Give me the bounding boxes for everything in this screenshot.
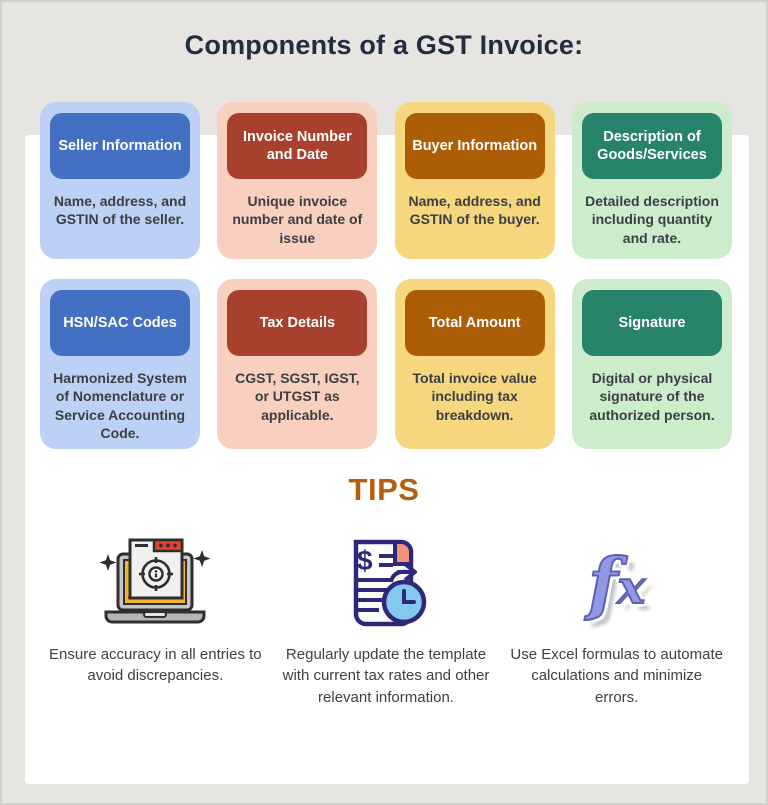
- fx-formula-icon: fx: [587, 530, 646, 638]
- card-body: Name, address, and GSTIN of the buyer.: [408, 193, 541, 228]
- card-hsn-sac-codes: HSN/SAC Codes Harmonized System of Nomen…: [40, 279, 200, 449]
- card-body: Unique invoice number and date of issue: [232, 193, 363, 246]
- card-signature: Signature Digital or physical signature …: [571, 279, 732, 449]
- tip-update-template: $ Regularly u: [271, 530, 502, 708]
- card-body: Detailed description including quantity …: [585, 193, 719, 246]
- card-header: Buyer Information: [404, 113, 545, 179]
- laptop-target-icon: [88, 530, 222, 638]
- card-header: Total Amount: [404, 290, 545, 356]
- invoice-clock-icon: $: [331, 530, 441, 638]
- component-cards-grid: Seller Information Name, address, and GS…: [40, 102, 732, 449]
- card-total-amount: Total Amount Total invoice value includi…: [394, 279, 555, 449]
- card-description-goods-services: Description of Goods/Services Detailed d…: [571, 102, 732, 259]
- card-body: Name, address, and GSTIN of the seller.: [53, 193, 187, 228]
- card-body: Total invoice value including tax breakd…: [412, 370, 537, 423]
- tip-text: Regularly update the template with curre…: [282, 646, 490, 706]
- card-buyer-information: Buyer Information Name, address, and GST…: [394, 102, 555, 259]
- tip-text: Use Excel formulas to automate calculati…: [510, 646, 723, 706]
- fx-letter-x: x: [617, 560, 646, 614]
- card-header: Invoice Number and Date: [227, 113, 368, 179]
- tips-heading: TIPS: [348, 472, 420, 507]
- card-header: Signature: [581, 290, 722, 356]
- svg-text:$: $: [357, 545, 373, 576]
- tip-excel-formulas: fx Use Excel formulas to automate calcul…: [501, 530, 732, 708]
- tip-text: Ensure accuracy in all entries to avoid …: [49, 646, 262, 685]
- card-invoice-number-date: Invoice Number and Date Unique invoice n…: [217, 102, 378, 259]
- card-header: HSN/SAC Codes: [50, 290, 190, 356]
- tips-row: Ensure accuracy in all entries to avoid …: [40, 530, 732, 708]
- card-header: Seller Information: [50, 113, 190, 179]
- page-title: Components of a GST Invoice:: [184, 30, 584, 60]
- card-body: Harmonized System of Nomenclature or Ser…: [53, 370, 187, 442]
- card-header: Tax Details: [227, 290, 368, 356]
- card-seller-information: Seller Information Name, address, and GS…: [40, 102, 200, 259]
- card-tax-details: Tax Details CGST, SGST, IGST, or UTGST a…: [217, 279, 378, 449]
- card-body: CGST, SGST, IGST, or UTGST as applicable…: [235, 370, 360, 423]
- card-body: Digital or physical signature of the aut…: [589, 370, 715, 423]
- card-header: Description of Goods/Services: [581, 113, 722, 179]
- fx-letter-f: f: [587, 544, 618, 624]
- tip-accuracy: Ensure accuracy in all entries to avoid …: [40, 530, 271, 708]
